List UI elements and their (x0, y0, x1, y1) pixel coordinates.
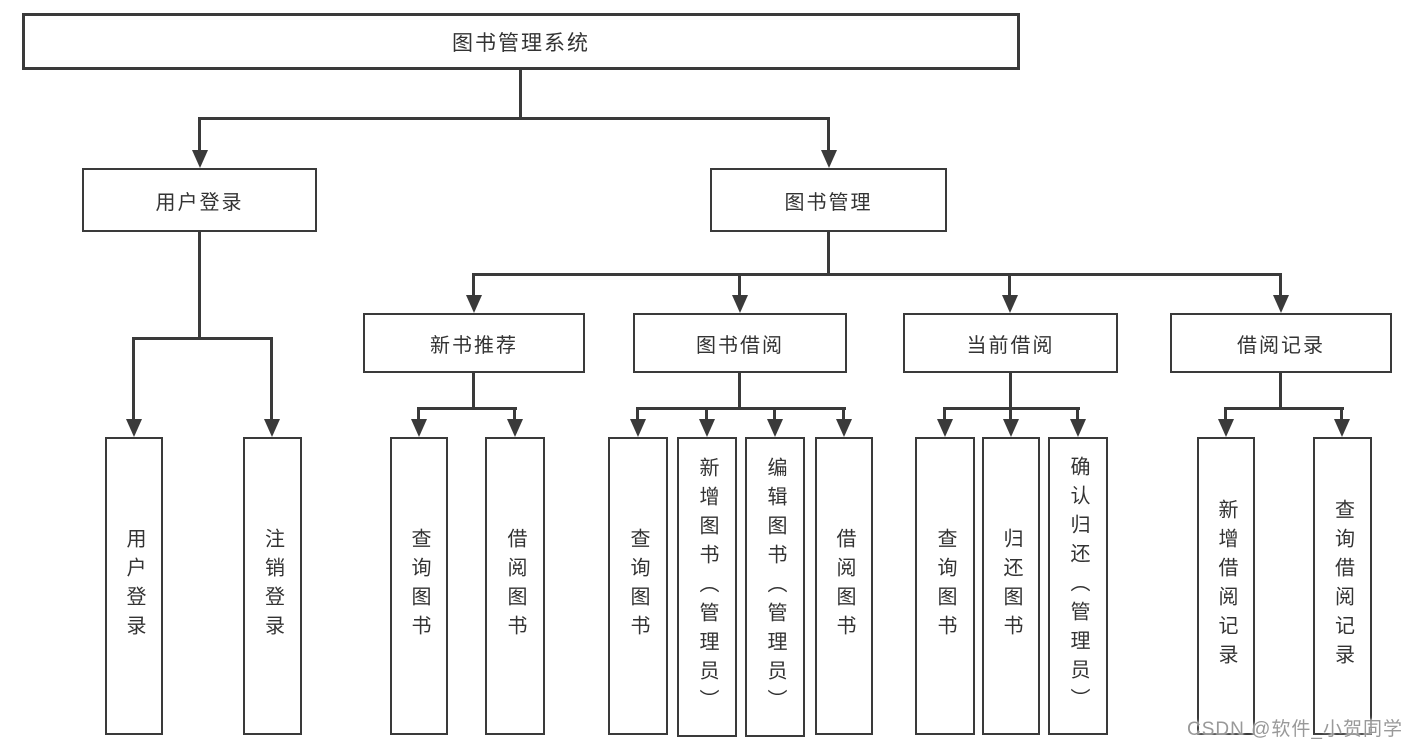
node-new-book-recommendation: 新书推荐 (363, 313, 585, 373)
connector-root-arm-left (198, 117, 201, 150)
arrow-down-icon (732, 295, 748, 313)
arrow-down-icon (126, 419, 142, 437)
arrow-down-icon (836, 419, 852, 437)
connector-records-crossbar (1224, 407, 1344, 410)
connector-borrowing-stem (738, 373, 741, 407)
connector-current-arm-3 (1076, 407, 1079, 419)
connector-recommend-arm-2 (513, 407, 516, 419)
arrow-down-icon (821, 150, 837, 168)
node-book-management: 图书管理 (710, 168, 947, 232)
arrow-down-icon (192, 150, 208, 168)
node-library-management-system: 图书管理系统 (22, 13, 1020, 70)
connector-mgmt-arm-3 (1008, 273, 1011, 295)
connector-borrowing-arm-4 (842, 407, 845, 419)
connector-records-stem (1279, 373, 1282, 407)
connector-root-arm-right (827, 117, 830, 150)
leaf-edit-books-admin: 编辑图书（管理员） (745, 437, 805, 737)
connector-login-crossbar (132, 337, 273, 340)
connector-borrowing-arm-1 (636, 407, 639, 419)
connector-root-crossbar (198, 117, 830, 120)
connector-records-arm-1 (1224, 407, 1227, 419)
arrow-down-icon (1334, 419, 1350, 437)
connector-borrowing-arm-3 (773, 407, 776, 419)
leaf-query-books-current: 查询图书 (915, 437, 975, 735)
arrow-down-icon (507, 419, 523, 437)
connector-mgmt-arm-2 (738, 273, 741, 295)
leaf-borrow-books-recommend: 借阅图书 (485, 437, 545, 735)
connector-login-arm-1 (132, 337, 135, 419)
leaf-add-borrow-record: 新增借阅记录 (1197, 437, 1255, 735)
leaf-user-login: 用户登录 (105, 437, 163, 735)
leaf-return-books: 归还图书 (982, 437, 1040, 735)
arrow-down-icon (767, 419, 783, 437)
leaf-add-books-admin: 新增图书（管理员） (677, 437, 737, 737)
arrow-down-icon (1002, 295, 1018, 313)
node-current-borrowing: 当前借阅 (903, 313, 1118, 373)
arrow-down-icon (411, 419, 427, 437)
connector-mgmt-arm-4 (1279, 273, 1282, 295)
connector-recommend-arm-1 (417, 407, 420, 419)
connector-borrowing-crossbar (636, 407, 846, 410)
node-book-borrowing: 图书借阅 (633, 313, 847, 373)
node-user-login: 用户登录 (82, 168, 317, 232)
connector-login-stem (198, 232, 201, 337)
connector-current-arm-1 (943, 407, 946, 419)
connector-mgmt-stem (827, 232, 830, 273)
connector-recommend-crossbar (417, 407, 517, 410)
connector-current-arm-2 (1009, 407, 1012, 419)
leaf-logout: 注销登录 (243, 437, 302, 735)
connector-records-arm-2 (1340, 407, 1343, 419)
connector-borrowing-arm-2 (705, 407, 708, 419)
node-borrowing-records: 借阅记录 (1170, 313, 1392, 373)
csdn-watermark: CSDN @软件_小贺同学 (1187, 719, 1403, 740)
arrow-down-icon (264, 419, 280, 437)
connector-mgmt-crossbar (472, 273, 1282, 276)
arrow-down-icon (699, 419, 715, 437)
connector-current-stem (1009, 373, 1012, 407)
arrow-down-icon (1273, 295, 1289, 313)
arrow-down-icon (1003, 419, 1019, 437)
leaf-confirm-return-admin: 确认归还（管理员） (1048, 437, 1108, 735)
leaf-query-borrow-record: 查询借阅记录 (1313, 437, 1372, 735)
arrow-down-icon (1070, 419, 1086, 437)
connector-login-arm-2 (270, 337, 273, 419)
connector-root-stem (519, 70, 522, 117)
arrow-down-icon (937, 419, 953, 437)
connector-recommend-stem (472, 373, 475, 407)
leaf-borrow-books: 借阅图书 (815, 437, 873, 735)
arrow-down-icon (630, 419, 646, 437)
connector-mgmt-arm-1 (472, 273, 475, 295)
leaf-query-books-recommend: 查询图书 (390, 437, 448, 735)
leaf-query-books-borrowing: 查询图书 (608, 437, 668, 735)
arrow-down-icon (1218, 419, 1234, 437)
arrow-down-icon (466, 295, 482, 313)
